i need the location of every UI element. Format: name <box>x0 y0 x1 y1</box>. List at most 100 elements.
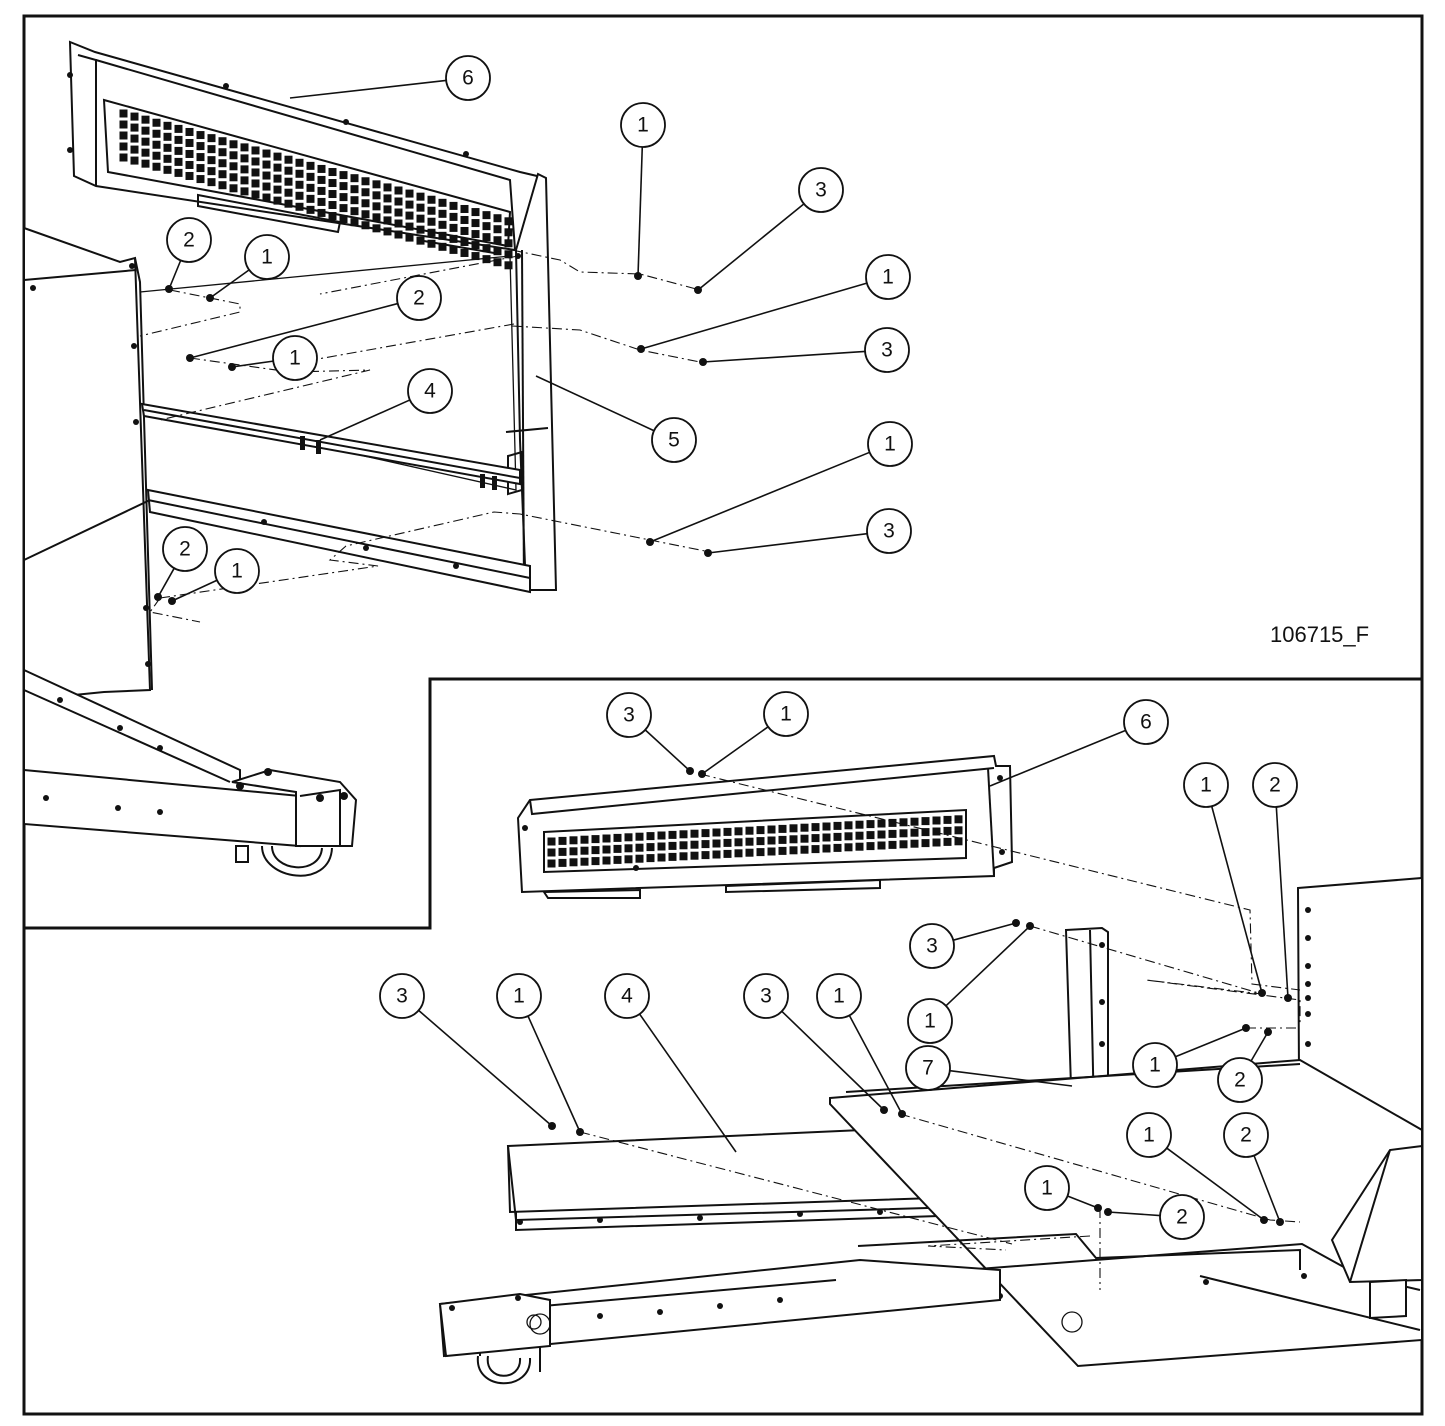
callout-balloon: 3 <box>864 327 910 373</box>
grille-cell <box>196 175 205 184</box>
callout-label: 1 <box>1041 1177 1053 1200</box>
grille-cell <box>383 227 392 236</box>
grille-cell <box>778 846 787 855</box>
callout-circle <box>166 217 212 263</box>
grille-cell <box>240 154 249 163</box>
grille-cell <box>756 837 765 846</box>
grille-cell <box>767 825 776 834</box>
grille-panel-6 <box>68 40 548 270</box>
grille-cell <box>701 851 710 860</box>
grille-cell <box>317 164 326 173</box>
grille-cell <box>580 857 589 866</box>
grille-cell <box>317 208 326 217</box>
grille-cell <box>734 838 743 847</box>
grille-cell <box>405 233 414 242</box>
callout-balloon: 3 <box>379 973 425 1019</box>
grille-cell <box>284 199 293 208</box>
grille-cell <box>778 824 787 833</box>
grille-cell <box>438 220 447 229</box>
callout-balloon: 1 <box>907 998 953 1044</box>
callout-leader <box>1210 806 1263 994</box>
grille-cell <box>855 820 864 829</box>
grille-cell <box>504 250 513 259</box>
grille-cell <box>273 185 282 194</box>
grille-cell <box>141 159 150 168</box>
grille-cell <box>273 174 282 183</box>
base-frame <box>23 668 358 877</box>
grille-cell <box>493 214 502 223</box>
callout-circle <box>1223 1112 1269 1158</box>
grille-cell <box>679 830 688 839</box>
grille-cell <box>613 844 622 853</box>
callout-circle <box>1123 699 1169 745</box>
callout-balloon: 1 <box>865 254 911 300</box>
callout-balloon: 1 <box>214 548 260 594</box>
grille-cell <box>932 827 941 836</box>
callout-circle <box>1252 762 1298 808</box>
grille-cell <box>185 138 194 147</box>
side-upright-5 <box>505 172 558 591</box>
grille-cell <box>361 177 370 186</box>
grille-cell <box>899 818 908 827</box>
callout-leader <box>418 1009 553 1127</box>
grille-cell <box>427 239 436 248</box>
callout-circle <box>214 548 260 594</box>
grille-cell <box>855 831 864 840</box>
grille-cell <box>218 137 227 146</box>
grille-cell <box>624 833 633 842</box>
grille-cell <box>921 828 930 837</box>
grille-cell <box>943 815 952 824</box>
callout-label: 2 <box>1240 1124 1252 1147</box>
grille-cell <box>723 838 732 847</box>
grille-cell <box>602 834 611 843</box>
grille-cell <box>833 843 842 852</box>
grille-cell <box>745 837 754 846</box>
callout-leader <box>989 729 1126 787</box>
grille-cell <box>207 156 216 165</box>
grille-cell <box>350 207 359 216</box>
grille-cell <box>207 145 216 154</box>
callout-leader <box>640 282 868 350</box>
grille-cell <box>701 829 710 838</box>
grille-cell <box>317 186 326 195</box>
grille-cell <box>569 847 578 856</box>
grille-cell <box>152 151 161 160</box>
grille-cell <box>493 236 502 245</box>
grille-cell <box>482 211 491 220</box>
callout-circle <box>407 368 453 414</box>
grille-cell <box>734 849 743 858</box>
callout-circle <box>496 973 542 1019</box>
grille-cell <box>383 205 392 214</box>
grille-cell <box>394 230 403 239</box>
grille-cell <box>185 171 194 180</box>
grille-cell <box>471 252 480 261</box>
callout-label: 1 <box>513 985 525 1008</box>
callout-leader <box>171 579 218 602</box>
grille-cell <box>427 195 436 204</box>
callout-leader <box>697 203 805 291</box>
grille-cell <box>943 826 952 835</box>
grille-cell <box>723 827 732 836</box>
grille-cell <box>394 197 403 206</box>
grille-cell <box>119 142 128 151</box>
grille-cell <box>558 847 567 856</box>
grille-cell <box>196 164 205 173</box>
grille-cell <box>613 833 622 842</box>
callout-label: 2 <box>179 538 191 561</box>
callout-leader <box>781 1010 885 1111</box>
grille-cell <box>273 196 282 205</box>
callout-balloon: 2 <box>396 275 442 321</box>
grille-cell <box>558 836 567 845</box>
callout-label: 1 <box>833 985 845 1008</box>
grille-cell <box>712 839 721 848</box>
grille-cell <box>811 834 820 843</box>
mounting-hole <box>1305 1011 1311 1017</box>
callout-leader <box>1253 1155 1281 1223</box>
mounting-hole <box>1305 963 1311 969</box>
grille-cell <box>229 173 238 182</box>
grille-cell <box>624 855 633 864</box>
callout-balloon: 2 <box>162 526 208 572</box>
mounting-hole <box>1305 1041 1311 1047</box>
grille-cell <box>350 185 359 194</box>
top-left-view <box>23 40 712 877</box>
